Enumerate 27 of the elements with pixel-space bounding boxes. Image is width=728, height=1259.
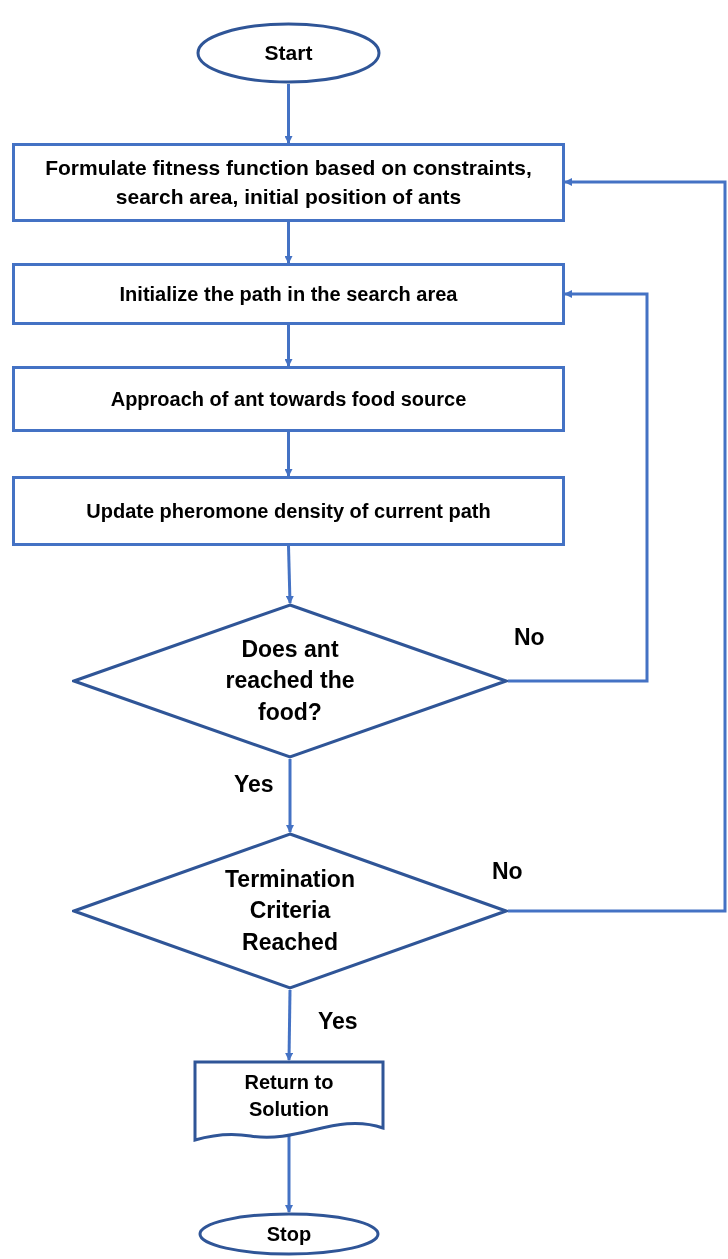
arrow xyxy=(284,325,293,367)
arrow xyxy=(284,432,293,477)
node-text: Return to Solution xyxy=(243,1070,335,1122)
arrow xyxy=(284,222,293,264)
terminal-oval xyxy=(196,22,381,84)
node-text: Does ant reached the food? xyxy=(224,635,356,727)
node-text: Formulate fitness function based on constraints, search area, initial position of ants xyxy=(44,155,533,210)
arrow xyxy=(508,178,727,913)
decision-diamond xyxy=(72,603,508,759)
process-box xyxy=(12,263,565,325)
arrow xyxy=(285,545,294,604)
node-text: Stop xyxy=(266,1221,312,1247)
node-text: Update pheromone density of current path xyxy=(86,498,491,524)
node-text: Initialize the path in the search area xyxy=(119,281,458,307)
arrow xyxy=(508,290,649,683)
arrow xyxy=(285,1134,293,1213)
process-box xyxy=(12,143,565,222)
arrow xyxy=(284,84,293,144)
arrow xyxy=(285,989,294,1061)
node-text: Termination Criteria Reached xyxy=(224,865,356,957)
process-box xyxy=(12,476,565,546)
document-shape xyxy=(193,1060,385,1142)
terminal-oval xyxy=(198,1212,380,1256)
node-text: Start xyxy=(264,39,313,66)
node-text: Approach of ant towards food source xyxy=(110,386,467,412)
process-box xyxy=(12,366,565,432)
arrow xyxy=(286,759,294,833)
